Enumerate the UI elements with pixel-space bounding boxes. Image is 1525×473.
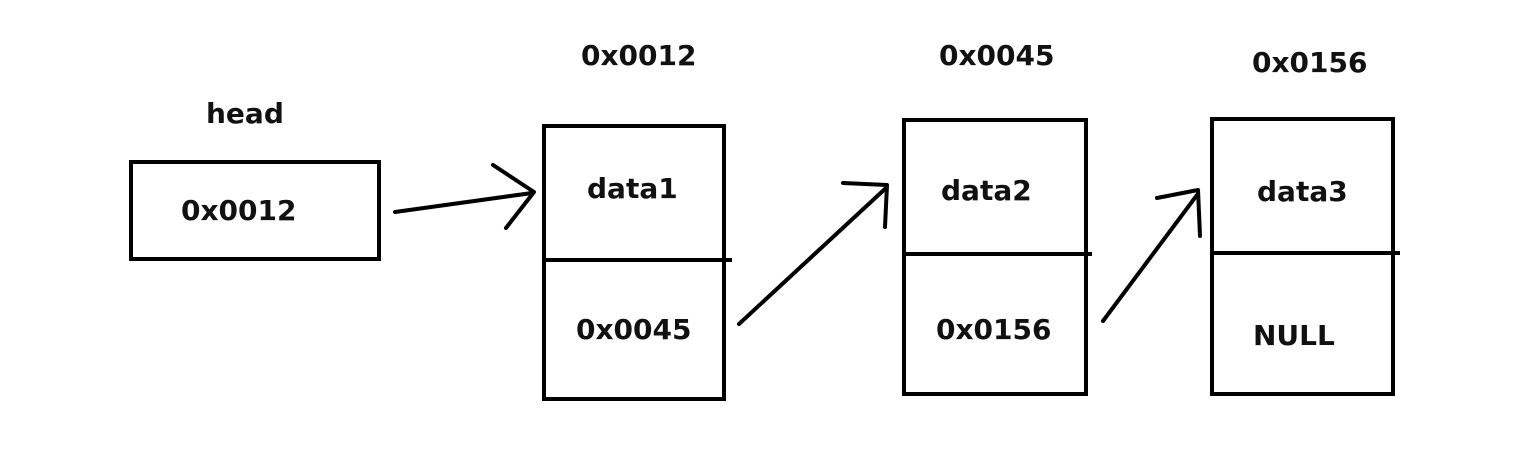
node-1-box <box>542 124 726 401</box>
arrow-head-to-node-1 <box>393 163 536 230</box>
head-pointer-box <box>129 160 381 261</box>
arrow-node-1-to-node-2 <box>737 181 889 326</box>
node-1-address: 0x0012 <box>581 39 697 72</box>
node-1-divider <box>542 258 732 262</box>
node-3-box <box>1210 117 1395 396</box>
node-2-address: 0x0045 <box>939 39 1055 72</box>
head-label: head <box>206 97 284 130</box>
node-3-data: data3 <box>1257 175 1348 208</box>
node-2-divider <box>902 252 1092 256</box>
node-1-next: 0x0045 <box>576 313 692 346</box>
node-3-address: 0x0156 <box>1252 46 1368 79</box>
node-2-data: data2 <box>941 174 1032 207</box>
node-2-box <box>902 118 1088 396</box>
node-1-data: data1 <box>587 172 678 205</box>
node-3-next: NULL <box>1253 319 1335 352</box>
arrow-node-2-to-node-3 <box>1101 188 1202 323</box>
head-pointer-value: 0x0012 <box>181 194 297 227</box>
node-3-divider <box>1210 251 1400 255</box>
node-2-next: 0x0156 <box>936 313 1052 346</box>
